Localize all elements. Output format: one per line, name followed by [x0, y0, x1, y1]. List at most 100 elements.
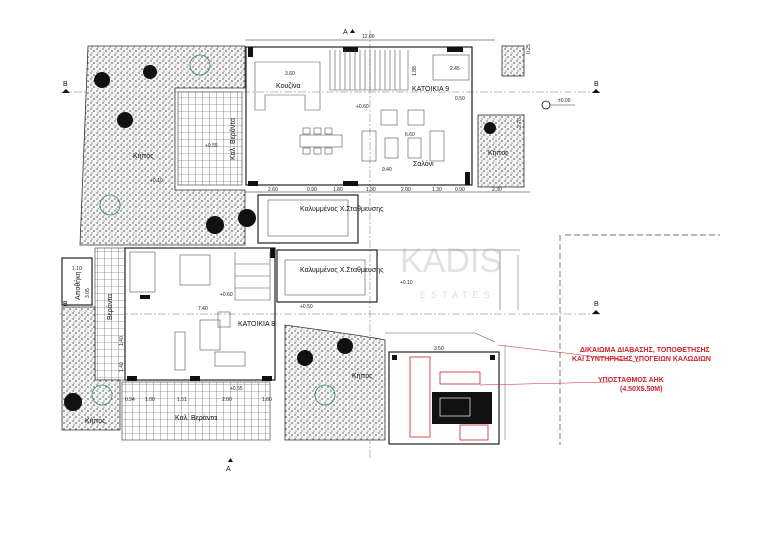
tree-icons — [91, 54, 336, 406]
svg-text:A: A — [343, 29, 348, 36]
parking-upper-label: Καλυμμένος Χ.Σταθμευσης — [300, 205, 384, 213]
dim-right-garden-upper: 2.70 — [517, 118, 523, 128]
veranda-bottom-tiles — [121, 381, 271, 441]
plot-boundary — [559, 234, 720, 445]
leader-line-substation — [479, 381, 611, 386]
shrub-icons — [64, 65, 496, 411]
substation-equipment-bottom — [459, 424, 489, 441]
car-icon-lower — [284, 259, 366, 296]
dim-lower-width: 7.40 — [198, 306, 208, 312]
veranda-bottom-dimensions: 0.94 1.00 1.51 2.00 1.60 — [125, 397, 272, 403]
section-marker-b-left-upper: B — [62, 81, 70, 93]
parking-upper — [257, 194, 359, 244]
garden-left-lower-label: Κήπος — [85, 418, 106, 425]
dim-bathroom: 2.45 — [450, 66, 460, 72]
dim-veranda-side-1: 1.40 — [119, 336, 125, 346]
garden-strip-top-right — [501, 45, 525, 77]
garden-left-upper-label: Κήπος — [133, 153, 154, 160]
svg-text:0.90: 0.90 — [307, 187, 317, 193]
level-veranda-upper: +0.55 — [205, 143, 218, 149]
unit-9-label: ΚΑΤΟΙΚΙΑ 9 — [412, 86, 449, 93]
dim-living-length: 9.40 — [382, 167, 392, 173]
svg-text:B: B — [594, 301, 599, 308]
section-marker-b-right-upper: B — [592, 81, 600, 93]
kitchen-island-lower — [174, 311, 246, 371]
dining-table-lower — [179, 254, 211, 286]
overall-dimension: 12.00 — [362, 34, 375, 40]
bathroom-lower — [129, 251, 156, 293]
veranda-upper-label: Καλ. Βεράντα — [229, 118, 237, 160]
transformer-block — [432, 392, 492, 424]
level-veranda-lower: +0.55 — [230, 386, 243, 392]
leader-line-right-of-way — [497, 344, 641, 363]
level-marker-icon — [541, 100, 551, 110]
section-marker-a-bottom: A — [226, 458, 233, 473]
staircase-upper — [329, 50, 409, 91]
svg-text:1.00: 1.00 — [145, 397, 155, 403]
garden-left-upper — [79, 45, 246, 246]
bottom-dimensions-upper: 2.60 0.90 1.80 1.30 2.00 1.30 0.90 2.30 — [268, 187, 502, 193]
parking-lower — [276, 249, 378, 303]
svg-text:1.80: 1.80 — [333, 187, 343, 193]
gate-lines — [504, 255, 519, 440]
dim-storage-length: 3.05 — [85, 288, 91, 298]
kitchen-counter — [254, 61, 321, 111]
watermark-sub: ESTATES — [420, 290, 495, 300]
svg-text:0.90: 0.90 — [455, 187, 465, 193]
parking-lower-label: Καλυμμένος Χ.Σταθμευσης — [300, 266, 384, 274]
level-parking-lower: +0.10 — [400, 280, 413, 286]
svg-text:B: B — [594, 81, 599, 88]
veranda-side-label: Βεράντα — [106, 294, 114, 320]
svg-text:1.51: 1.51 — [177, 397, 187, 403]
dining-table — [299, 127, 343, 155]
unit-8-label: ΚΑΤΟΙΚΙΑ 8 — [238, 321, 275, 328]
section-marker-a-top: A — [343, 29, 355, 36]
right-of-way-boundary — [385, 332, 496, 343]
car-icon-upper — [267, 199, 349, 237]
sofa-set — [361, 109, 445, 162]
level-main-lower: +0.60 — [220, 292, 233, 298]
substation-equipment-left — [409, 356, 431, 438]
garden-right-lower-label: Κήπος — [352, 373, 373, 380]
svg-text:2.30: 2.30 — [492, 187, 502, 193]
level-main-upper: +0.60 — [356, 104, 369, 110]
section-marker-b-right-lower: B — [592, 301, 600, 314]
watermark-logo: KADIS — [400, 242, 502, 280]
svg-text:B: B — [63, 81, 68, 88]
svg-text:0.94: 0.94 — [125, 397, 135, 403]
substation-size: (4.50X5.50M) — [620, 386, 662, 393]
right-of-way-note-line2: ΚΑΙ ΣΥΝΤΗΡΗΣΗΣ ΥΠΟΓΕΙΩΝ ΚΑΛΩΔΙΩΝ — [572, 356, 711, 363]
veranda-bottom-label: Καλ. Βεράντα — [175, 414, 217, 422]
staircase-lower — [234, 252, 271, 301]
bathroom-upper — [432, 54, 470, 81]
svg-text:A: A — [226, 466, 231, 473]
veranda-upper-tiles — [177, 91, 243, 186]
dim-entry: 0.50 — [455, 96, 465, 102]
dim-staircase-upper: 1.88 — [412, 66, 418, 76]
dim-storage: 1.10 — [72, 266, 82, 272]
level-garden-upper: +0.10 — [150, 178, 163, 184]
svg-text:2.00: 2.00 — [222, 397, 232, 403]
substation-equipment-top — [439, 371, 481, 385]
svg-text:2.00: 2.00 — [401, 187, 411, 193]
driveway-lines — [377, 249, 520, 310]
level-entry-lower: +0.50 — [300, 304, 313, 310]
dim-top-right-strip: 0.25 — [526, 44, 532, 54]
dim-substation: 3.50 — [434, 346, 444, 352]
garden-right-lower — [284, 324, 386, 441]
garden-right-upper-label: Κήπος — [488, 150, 509, 157]
substation-title: ΥΠΟΣΤΑΘΜΟΣ ΑΗΚ — [598, 377, 664, 384]
living-room-label: Σαλόνι — [413, 160, 434, 168]
storage-room — [61, 257, 93, 306]
svg-text:1.30: 1.30 — [366, 187, 376, 193]
svg-text:1.60: 1.60 — [262, 397, 272, 403]
svg-text:2.60: 2.60 — [268, 187, 278, 193]
unit-9-outline — [245, 46, 473, 186]
right-of-way-note-line1: ΔΙΚΑΙΩΜΑ ΔΙΑΒΑΣΗΣ, ΤΟΠΟΘΕΤΗΣΗΣ — [580, 347, 710, 354]
dim-living-width: 6.60 — [405, 132, 415, 138]
dim-kitchen: 3.60 — [285, 71, 295, 77]
dim-veranda-side-2: 1.40 — [119, 362, 125, 372]
kitchen-label: Κουζίνα — [276, 82, 301, 90]
svg-text:1.30: 1.30 — [432, 187, 442, 193]
